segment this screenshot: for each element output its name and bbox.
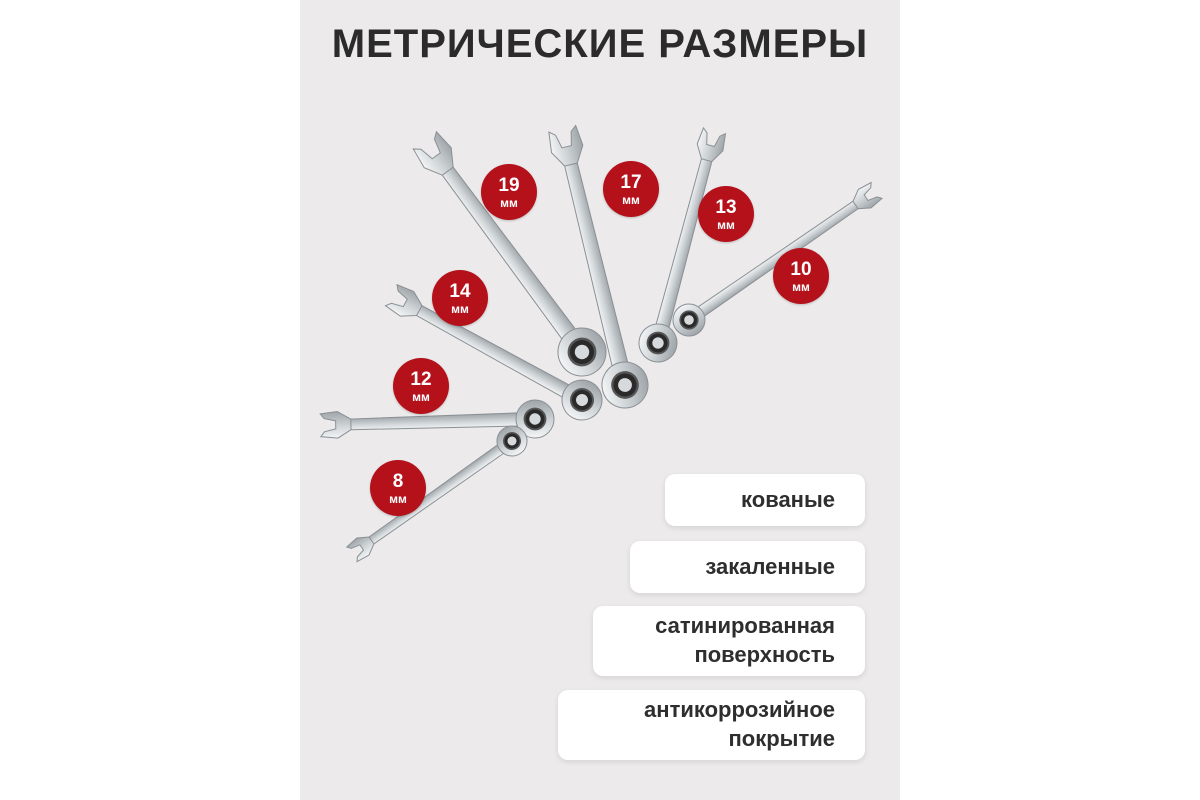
wrench-14mm — [384, 283, 603, 421]
wrench-13mm — [638, 126, 727, 363]
wrenches-group — [319, 124, 884, 563]
wrench-8mm — [345, 425, 528, 563]
wrench-17mm — [548, 124, 649, 409]
feature-satin-surface: сатинированная поверхность — [593, 606, 865, 676]
wrench-set-illustration — [319, 124, 884, 563]
feature-anticorrosion: антикоррозийное покрытие — [558, 690, 865, 760]
page-title: МЕТРИЧЕСКИЕ РАЗМЕРЫ — [331, 22, 869, 66]
feature-hardened: закаленные — [630, 541, 865, 593]
wrench-19mm — [412, 130, 607, 377]
wrench-12mm — [319, 399, 555, 439]
feature-forged: кованые — [665, 474, 865, 526]
